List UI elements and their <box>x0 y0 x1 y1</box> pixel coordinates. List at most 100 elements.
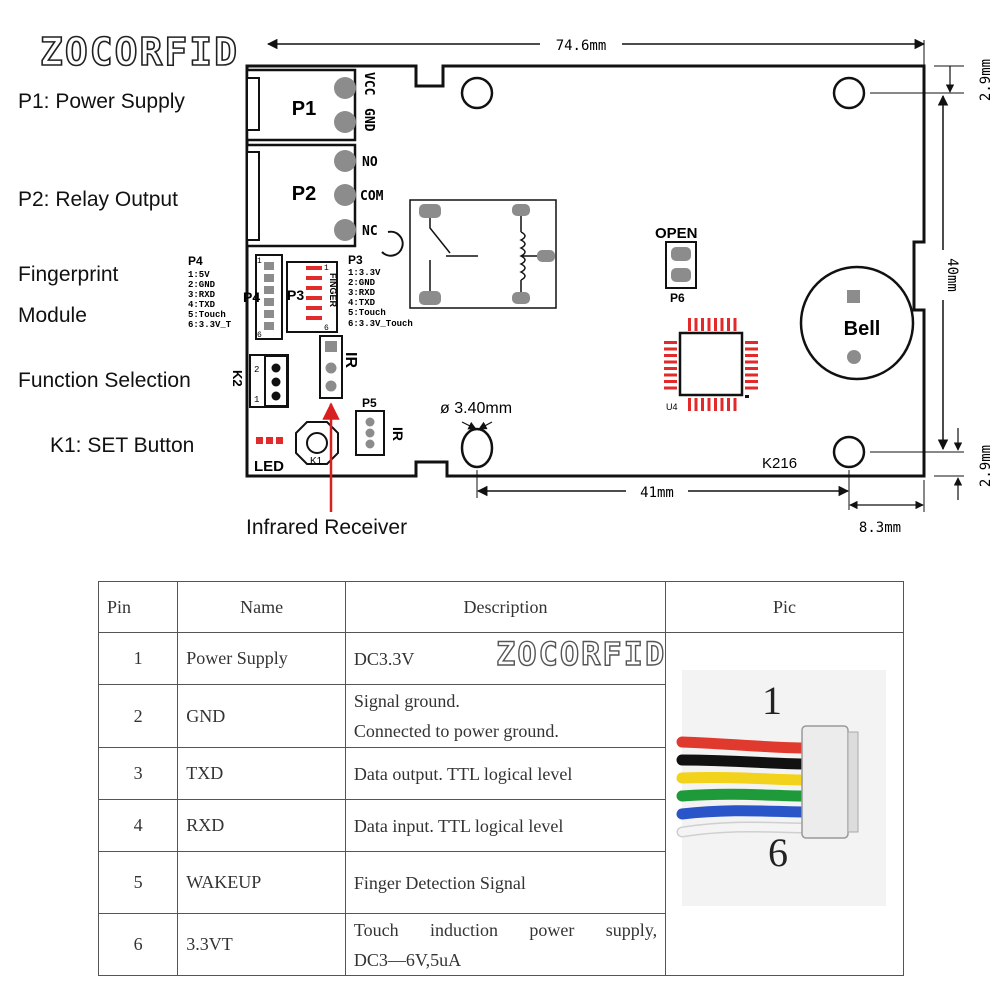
pin-table: Pin Name Description Pic 1 Power Supply … <box>97 581 904 976</box>
cell-name: GND <box>177 684 346 748</box>
wire <box>676 788 810 802</box>
svg-text:3:RXD: 3:RXD <box>348 288 376 298</box>
p2-label: P2 <box>292 183 316 205</box>
bottom-offset-label: 2.9mm <box>978 445 994 487</box>
cell-pin: 3 <box>97 747 179 800</box>
ic-pin <box>664 341 677 344</box>
ic-pin <box>733 318 737 331</box>
hole-diameter-label: ø 3.40mm <box>440 400 512 417</box>
p4-connector: P4 1:5V 2:GND 3:RXD 4:TXD 5:Touch 6:3.3V… <box>188 254 283 340</box>
header-name: Name <box>177 581 346 633</box>
table-header-row: Pin Name Description Pic <box>97 581 904 633</box>
p6-jumper: OPEN P6 <box>655 225 698 305</box>
ic-pin <box>664 367 677 370</box>
cell-pin: 6 <box>97 913 179 976</box>
cell-name: TXD <box>177 747 346 800</box>
cell-pin: 5 <box>97 851 179 914</box>
ic-pin <box>664 354 677 357</box>
ic-pin <box>707 318 711 331</box>
led: LED <box>254 437 284 475</box>
p5-connector: P5 IR <box>355 396 406 456</box>
ic-pin <box>733 398 737 411</box>
p4-label: P4 <box>243 289 260 305</box>
wire <box>676 805 810 820</box>
ic-pin <box>694 318 698 331</box>
ic-pin <box>745 360 758 364</box>
board-model: K216 <box>762 455 797 472</box>
ic-pin <box>727 398 730 411</box>
ic-pin <box>701 398 704 411</box>
header-description: Description <box>344 581 667 633</box>
ir-silk-label: IR <box>342 352 359 368</box>
svg-text:6:3.3V_T: 6:3.3V_T <box>188 320 232 330</box>
bell-buzzer: Bell <box>799 265 915 381</box>
u4-label: U4 <box>666 402 678 412</box>
ic-pin <box>688 398 691 411</box>
cell-pin: 1 <box>97 632 179 685</box>
cell-description: Touch induction power supply,DC3—6V,5uA <box>344 913 667 976</box>
p5-label: P5 <box>362 396 377 410</box>
cell-description: Data output. TTL logical level <box>344 747 667 800</box>
ir-receiver: IR <box>319 335 359 399</box>
relay <box>409 199 557 309</box>
p3-title: P3 <box>348 253 363 267</box>
ic-pin <box>727 318 730 331</box>
label-p2-relay-output: P2: Relay Output <box>18 188 178 211</box>
connector-wires <box>676 736 810 838</box>
table-row: 6 3.3VT Touch induction power supply,DC3… <box>97 913 904 976</box>
mount-hole-bottom-right <box>832 435 866 469</box>
cell-description: Finger Detection Signal <box>344 851 667 914</box>
connector-photo: 1 6 <box>676 670 887 906</box>
svg-text:2:GND: 2:GND <box>188 280 216 290</box>
p2-pin-no: NO <box>362 155 378 170</box>
ic-pin <box>707 398 711 411</box>
svg-text:6: 6 <box>324 324 329 333</box>
k2-label: K2 <box>230 370 245 387</box>
ic-pin <box>688 318 691 331</box>
connector-pin-1-label: 1 <box>762 678 782 723</box>
connector-photo-cell: ZOCORFID 1 6 <box>495 632 904 976</box>
cell-pin: 4 <box>97 799 179 852</box>
mount-hole-bottom-left <box>460 427 494 469</box>
u4-ic: U4 <box>664 318 758 412</box>
svg-text:4:TXD: 4:TXD <box>348 298 376 308</box>
label-fingerprint-line2: Module <box>18 304 87 327</box>
height-dim-label: 40mm <box>944 258 960 292</box>
svg-text:2: 2 <box>254 365 259 375</box>
ic-pin <box>745 341 758 344</box>
dimension-bottom-offset: 2.9mm <box>870 428 994 500</box>
p6-open-label: OPEN <box>655 225 698 242</box>
ic-pin <box>745 373 758 377</box>
svg-text:1: 1 <box>324 264 329 273</box>
ic-pin <box>745 367 758 370</box>
svg-text:6:3.3V_Touch: 6:3.3V_Touch <box>348 319 413 329</box>
dimension-width: 74.6mm <box>266 34 926 66</box>
svg-text:1:3.3V: 1:3.3V <box>348 268 381 278</box>
dimension-edge-offset: 8.3mm <box>849 480 925 536</box>
label-fingerprint-line1: Fingerprint <box>18 263 119 286</box>
wire <box>678 823 809 836</box>
ic-pin <box>664 380 677 383</box>
svg-text:5:Touch: 5:Touch <box>348 308 386 318</box>
board-diagram: P1 VCC GND P2 NO COM NC P4 1:5V 2:GND 3:… <box>188 34 994 536</box>
cell-description: DC3.3V <box>344 632 667 685</box>
wire <box>676 754 810 770</box>
p5-ir-label: IR <box>390 427 406 441</box>
dimension-hole-diameter: ø 3.40mm <box>440 400 512 430</box>
label-p1-power-supply: P1: Power Supply <box>18 90 185 113</box>
label-k1-set-button: K1: SET Button <box>50 434 195 457</box>
hole-spacing-label: 41mm <box>640 485 674 501</box>
svg-text:6: 6 <box>257 331 262 340</box>
ic-pin <box>720 318 724 331</box>
p3-finger-silk: FINGER <box>328 273 338 308</box>
mount-hole-top-right <box>832 76 866 110</box>
edge-offset-label: 8.3mm <box>859 520 901 536</box>
cell-pin: 2 <box>97 684 179 748</box>
top-offset-label: 2.9mm <box>978 59 994 101</box>
table-row: 1 Power Supply DC3.3V ZOCORFID 1 6 <box>97 632 904 976</box>
dimension-top-offset: 2.9mm <box>870 59 994 101</box>
table-row: 4 RXD Data input. TTL logical level <box>97 799 904 852</box>
dimension-height: 40mm <box>932 94 960 451</box>
ic-pin <box>664 360 677 364</box>
ic-pin <box>714 318 717 331</box>
